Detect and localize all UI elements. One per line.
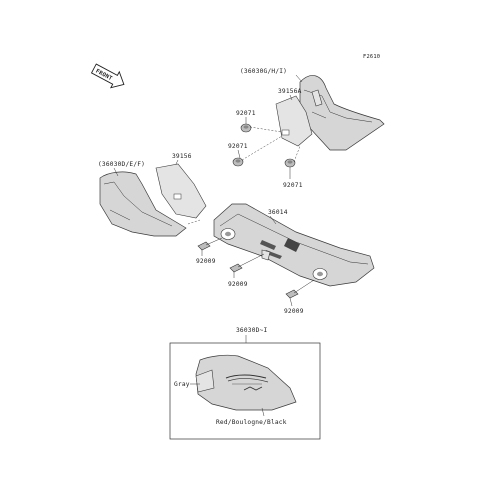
inset-box bbox=[169, 342, 321, 440]
chain-cover-36014 bbox=[213, 203, 375, 287]
label-92071-a: 92071 bbox=[236, 110, 256, 117]
label-92071-c: 92071 bbox=[283, 182, 303, 189]
figure-code: F2610 bbox=[363, 54, 380, 60]
bolt-92009-b bbox=[229, 253, 265, 273]
label-36030ghi: (36030G/H/I) bbox=[240, 68, 287, 75]
label-92009-a: 92009 bbox=[196, 258, 216, 265]
label-36014: 36014 bbox=[268, 209, 288, 216]
label-36030d-i: 36030D~I bbox=[236, 327, 267, 334]
logo-decal bbox=[225, 374, 269, 391]
label-92009-c: 92009 bbox=[284, 308, 304, 315]
front-arrow-icon: FRONT bbox=[90, 63, 125, 89]
label-36030def: (36030D/E/F) bbox=[98, 161, 145, 168]
label-39156a: 39156A bbox=[278, 88, 302, 95]
decal-side-cover bbox=[195, 354, 297, 411]
bolt-92009-c bbox=[285, 279, 315, 299]
label-39156: 39156 bbox=[172, 153, 192, 160]
grommet-92071-a bbox=[240, 123, 252, 133]
label-gray: Gray bbox=[174, 381, 190, 388]
label-92071-b: 92071 bbox=[228, 143, 248, 150]
right-side-cover bbox=[299, 75, 385, 151]
label-color-red-boulogne-black: Red/Boulogne/Black bbox=[216, 419, 287, 426]
grommet-92071-c bbox=[284, 158, 296, 168]
label-92009-b: 92009 bbox=[228, 281, 248, 288]
bolt-92009-a bbox=[197, 237, 223, 251]
pad-39156a bbox=[275, 95, 313, 147]
grommet-92071-b bbox=[232, 157, 244, 167]
left-side-cover bbox=[99, 171, 187, 237]
pad-39156 bbox=[155, 163, 207, 219]
